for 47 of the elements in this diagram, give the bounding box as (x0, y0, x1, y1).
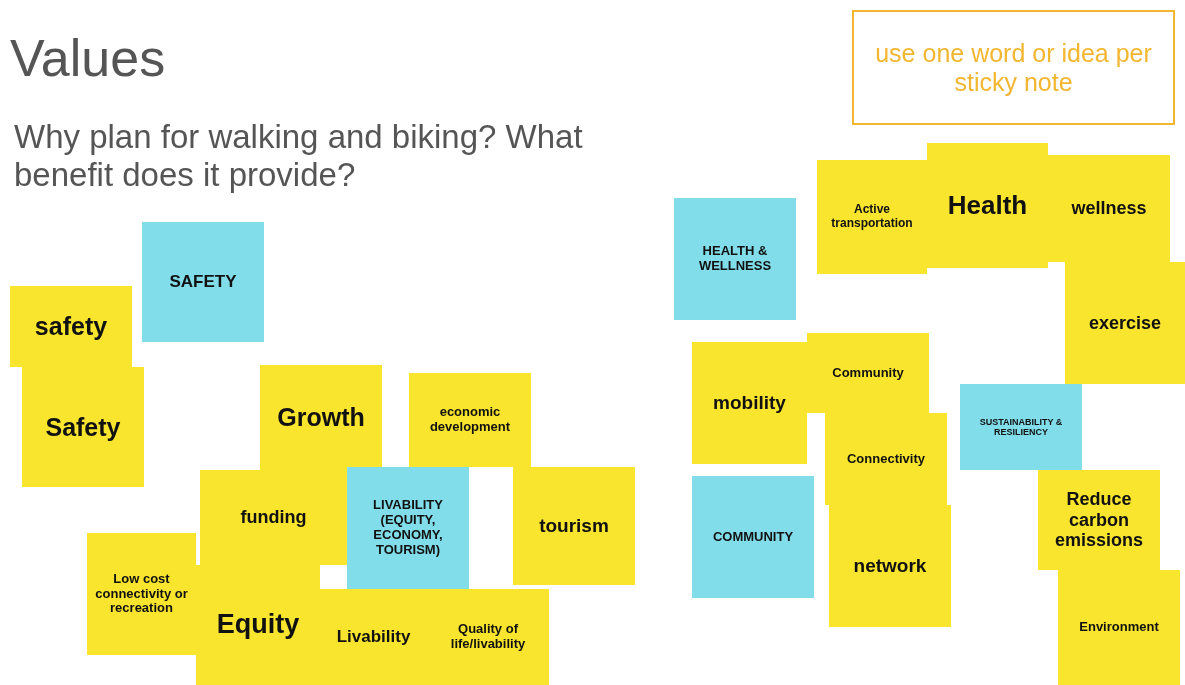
note-text: funding (240, 507, 307, 528)
sticky-note (692, 476, 814, 598)
sticky-note (347, 467, 469, 589)
note-text: mobility (713, 392, 786, 414)
note-text: safety (34, 312, 108, 341)
sticky-note (829, 505, 951, 627)
note-text: economic development (428, 405, 512, 435)
sticky-note (409, 373, 531, 467)
note-text: network (853, 555, 927, 577)
note-text: Growth (277, 403, 365, 432)
note-text: SUSTAINABILITY & RESILIENCY (978, 416, 1064, 438)
sticky-note (1038, 470, 1160, 570)
note-text: Safety (45, 412, 121, 442)
sticky-note (1065, 262, 1185, 384)
sticky-note (692, 342, 807, 464)
sticky-note (142, 222, 264, 342)
note-text: Equity (216, 609, 300, 641)
sticky-note (10, 286, 132, 367)
note-text: exercise (1088, 312, 1162, 334)
note-text: Livability (336, 627, 411, 647)
note-text: Community (832, 365, 904, 381)
note-text: COMMUNITY (712, 529, 794, 545)
note-text: HEALTH & WELLNESS (697, 244, 773, 274)
sticky-note (817, 160, 927, 274)
sticky-note (1058, 570, 1180, 685)
sticky-note (260, 365, 382, 470)
note-text: Reduce carbon emissions (1053, 488, 1144, 552)
note-text: Quality of life/livability (449, 622, 527, 652)
instruction-box (852, 10, 1175, 125)
note-text: SAFETY (169, 272, 237, 292)
note-text: Health (947, 190, 1028, 221)
note-text: tourism (539, 515, 609, 537)
note-text: Low cost connectivity or recreation (94, 571, 189, 617)
note-text: Connectivity (847, 451, 925, 467)
sticky-note (674, 198, 796, 320)
page-title: Values (10, 28, 166, 88)
note-text: LIVABILITY (EQUITY, ECONOMY, TOURISM) (372, 498, 444, 558)
note-text: Active transportation (830, 203, 914, 231)
question-text: Why plan for walking and biking? What benefit does it provide? (14, 118, 584, 194)
sticky-note (87, 533, 196, 655)
sticky-note (22, 367, 144, 487)
sticky-note (513, 467, 635, 585)
instruction-text: use one word or idea per sticky note (874, 38, 1153, 97)
note-text: wellness (1071, 198, 1147, 219)
note-text: Environment (1079, 620, 1159, 635)
sticky-note (960, 384, 1082, 470)
sticky-note (427, 589, 549, 685)
